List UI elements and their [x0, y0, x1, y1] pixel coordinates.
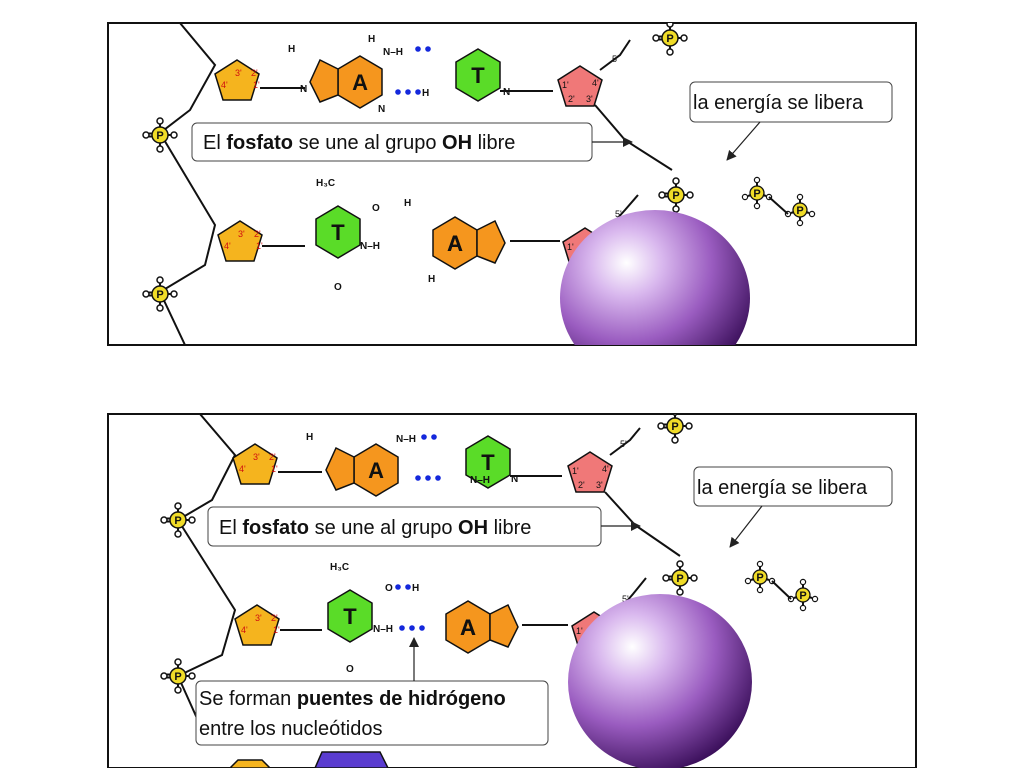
energy-callout-text: la energía se libera — [693, 92, 864, 114]
nh-label: N–H — [383, 47, 403, 58]
adenine-label: A — [447, 231, 463, 256]
hydrogen-bond-callout-line2: entre los nucleótidos — [199, 718, 382, 740]
nh-label: N–H — [470, 475, 490, 486]
h-atom: H — [412, 583, 419, 594]
n-atom: N — [511, 474, 518, 485]
methyl-label: H₃C — [316, 178, 335, 189]
enzyme-polymerase — [568, 594, 752, 768]
n-atom: N — [503, 87, 510, 98]
adenine-bottom — [445, 600, 519, 654]
h-atom: H — [428, 274, 435, 285]
enzyme-polymerase — [560, 210, 750, 345]
methyl-label: H₃C — [330, 562, 349, 573]
adenine-bottom — [432, 216, 506, 270]
energy-callout — [689, 81, 893, 123]
h-atom: H — [288, 44, 295, 55]
o-atom: O — [372, 203, 380, 214]
nh-label: N–H — [360, 241, 380, 252]
hydrogen-bond-callout — [195, 680, 549, 746]
h-atom: H — [422, 88, 429, 99]
nh-label: N–H — [396, 434, 416, 445]
o-atom: O — [334, 282, 342, 293]
adenine-top — [309, 55, 383, 109]
adenine-label: A — [460, 615, 476, 640]
carbon-5-label: 5' — [612, 54, 619, 64]
carbon-5-label: 5' — [622, 594, 629, 604]
n-atom: N — [300, 84, 307, 95]
energy-callout — [693, 466, 893, 507]
cytosine-partial — [314, 751, 389, 768]
nh-label: N–H — [373, 624, 393, 635]
energy-callout-text: la energía se libera — [697, 477, 868, 499]
o-atom: O — [346, 664, 354, 675]
phosphate-callout-text: El fosfato se une al grupo OH libre — [219, 517, 531, 539]
phosphate-callout-text: El fosfato se une al grupo OH libre — [203, 132, 515, 154]
h-atom: H — [306, 432, 313, 443]
panel-2: N–H H N–H N 5' H₃C O N–H O H A OH — [107, 413, 917, 768]
carbon-5-label: 5' — [615, 209, 622, 219]
h-atom: H — [404, 198, 411, 209]
hydrogen-bond-callout-line1: Se forman puentes de hidrógeno — [199, 688, 506, 710]
adenine-top — [325, 443, 399, 497]
n-atom: N — [378, 104, 385, 115]
carbon-5-label: 5' — [620, 439, 627, 449]
o-atom: O — [385, 583, 393, 594]
panel-1: H N–H H N N H N 5' H₃C O N–H O A H H — [107, 22, 917, 346]
h-atom: H — [368, 34, 375, 45]
